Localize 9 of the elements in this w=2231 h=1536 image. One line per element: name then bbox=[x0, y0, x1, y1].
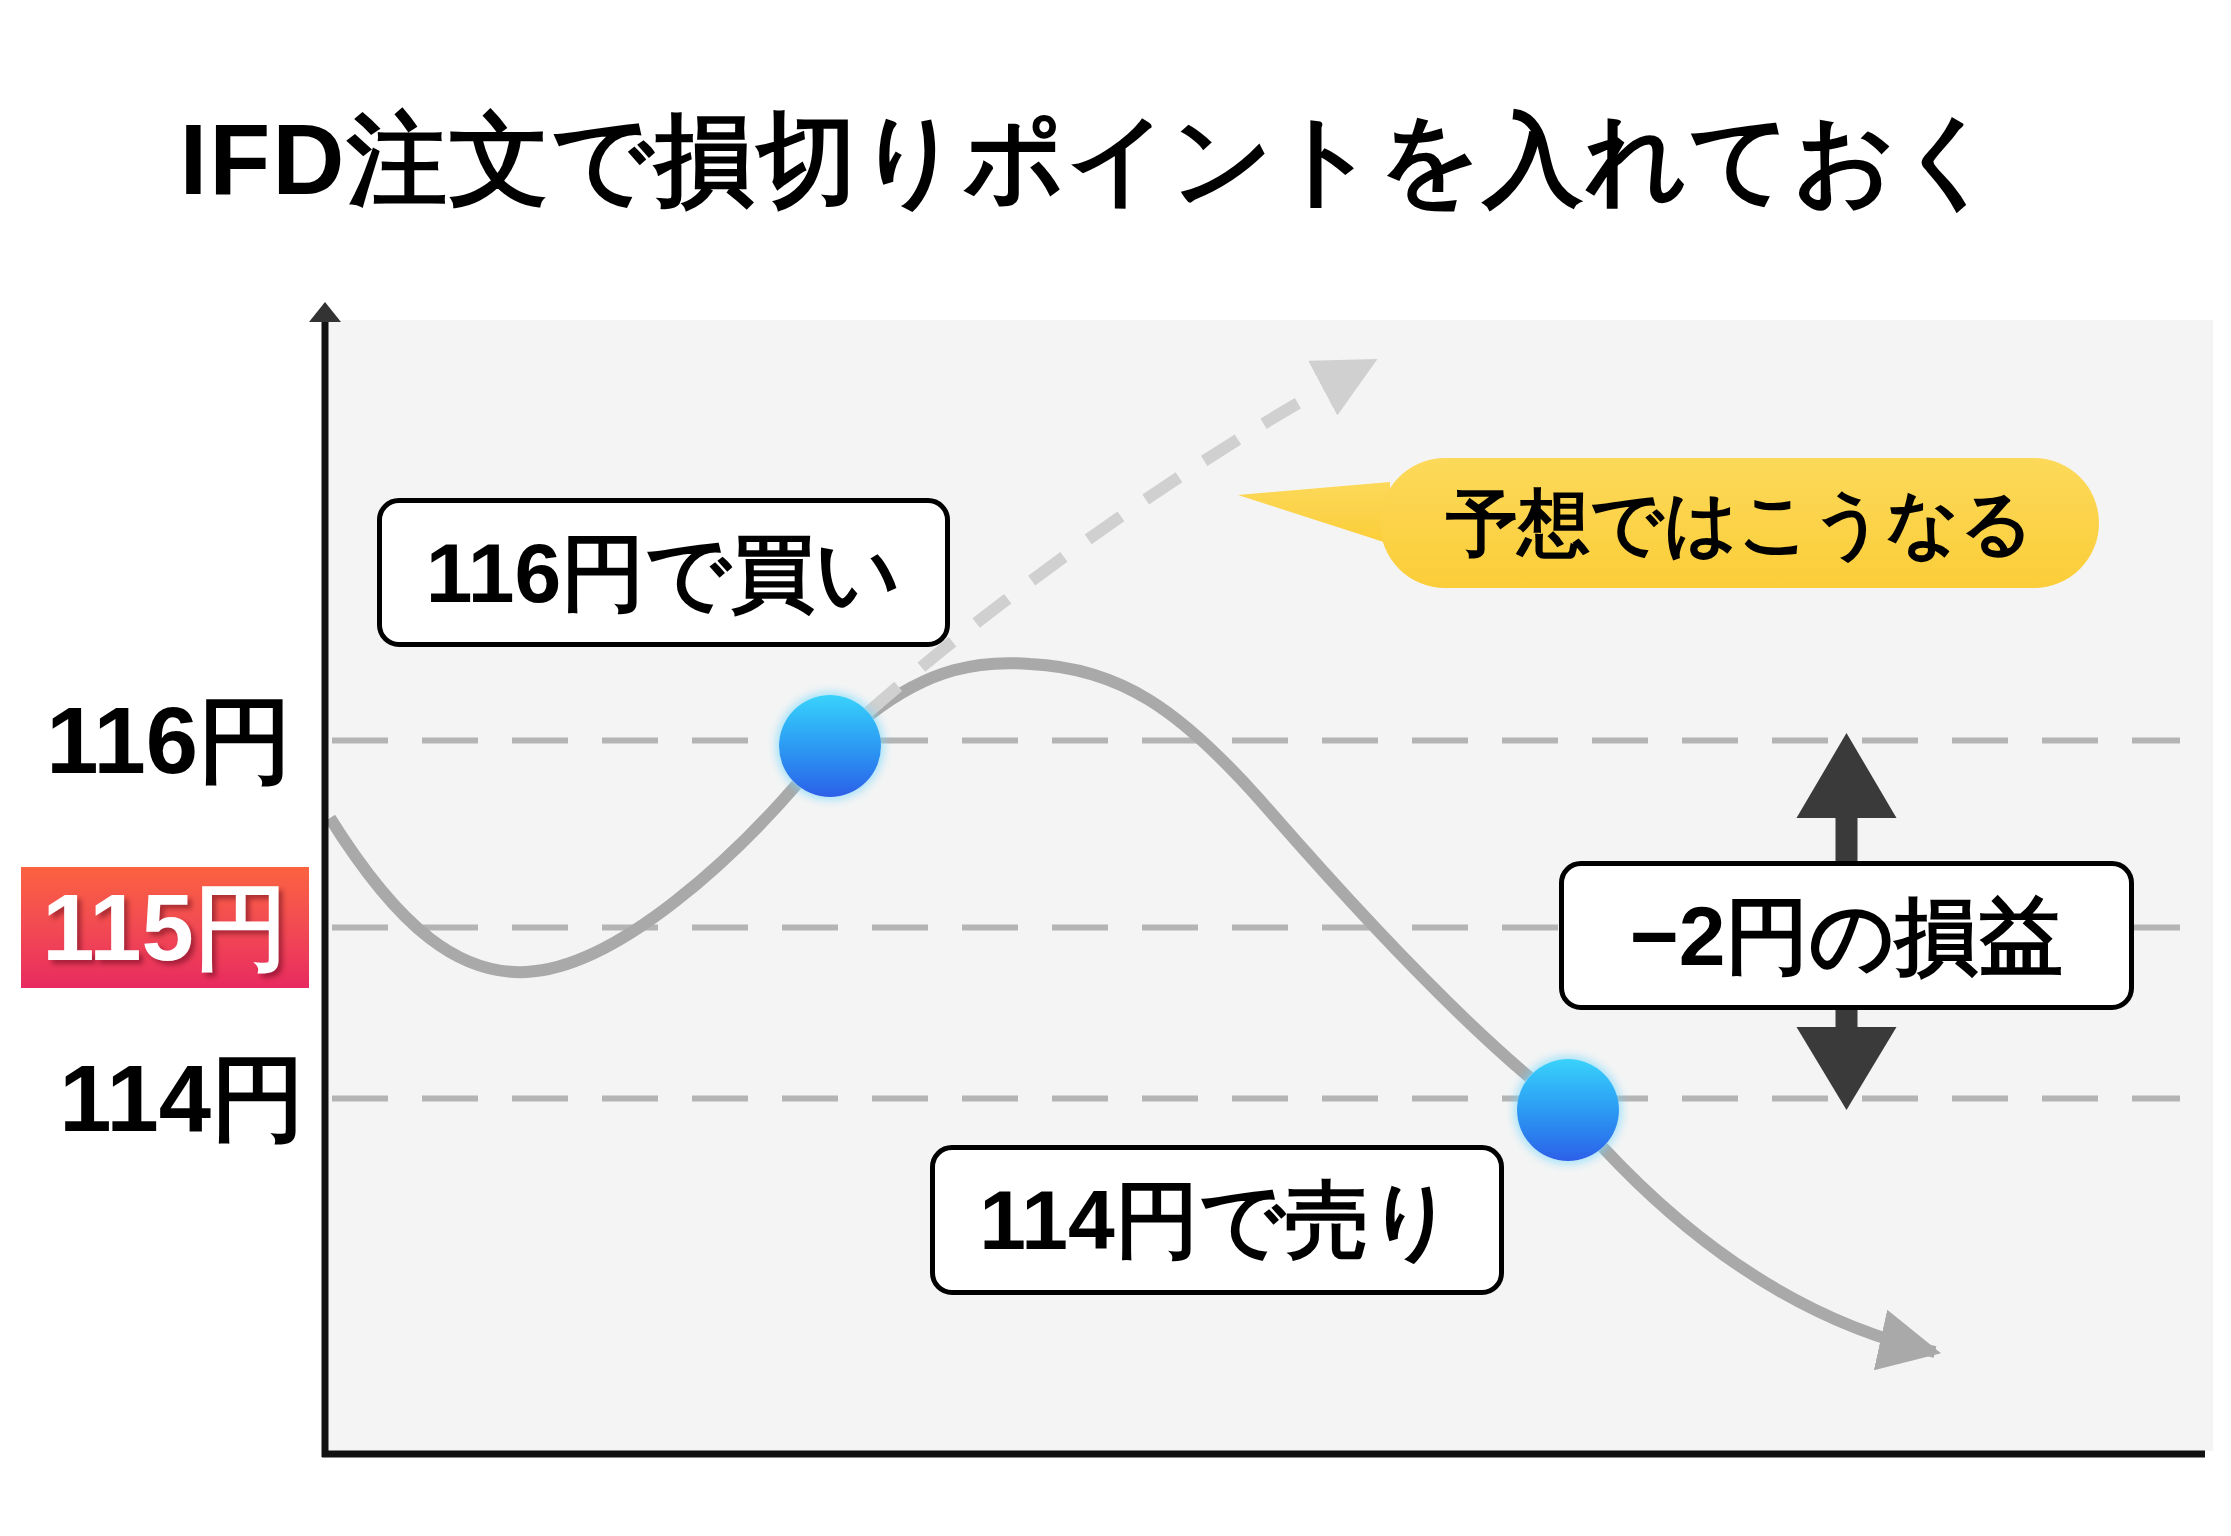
price-label: 116円 bbox=[45, 693, 292, 788]
dashed-price-arrow bbox=[864, 356, 1378, 717]
order-label: 114円で売り bbox=[930, 1145, 1504, 1295]
price-label: 114円 bbox=[58, 1051, 305, 1146]
order-label: 116円で買い bbox=[377, 498, 950, 647]
price-arrow bbox=[1598, 1143, 1941, 1369]
order-label: −2円の損益 bbox=[1559, 861, 2134, 1010]
title: IFD注文で損切りポイントを入れておく bbox=[178, 104, 2002, 214]
price-tag: 115円 bbox=[21, 867, 309, 988]
